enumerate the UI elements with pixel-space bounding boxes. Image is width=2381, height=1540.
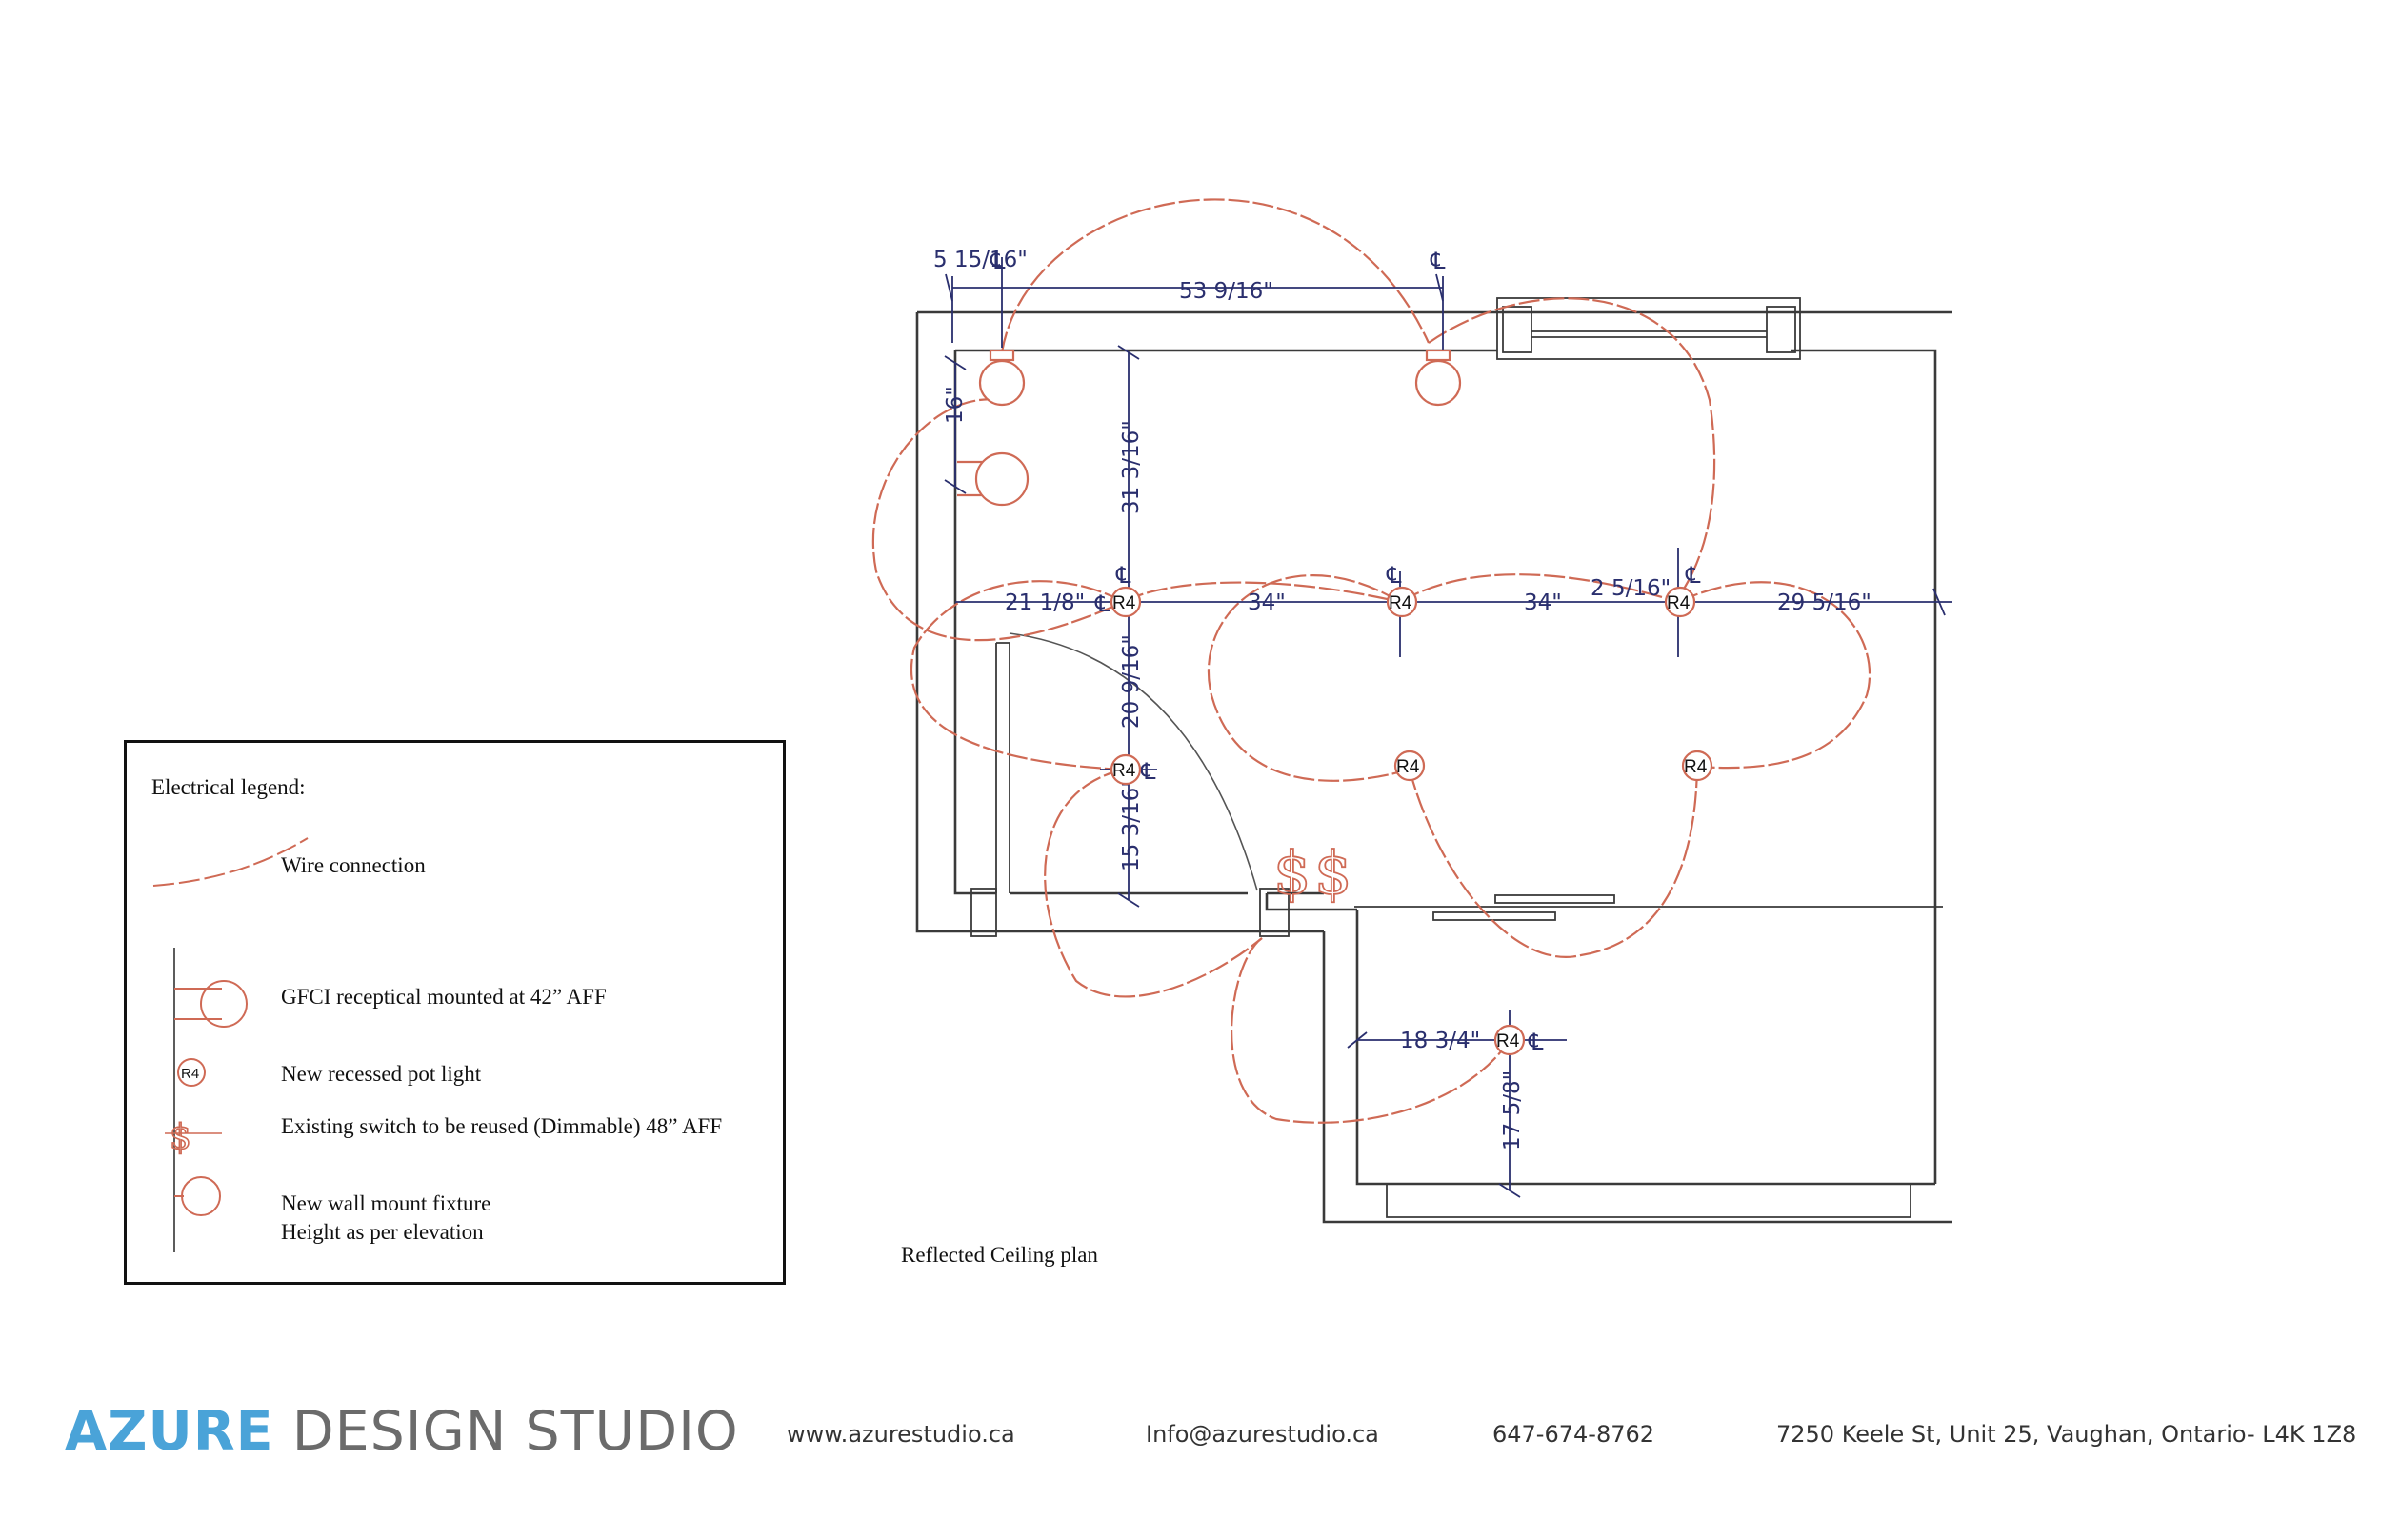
- pot-light: R4: [1386, 586, 1418, 618]
- dimension-label: 29 5/16": [1777, 590, 1871, 615]
- dimension-label: 34": [1524, 590, 1562, 615]
- centerline-icon: ℄: [1430, 248, 1446, 274]
- pot-light-label: R4: [1667, 593, 1691, 613]
- centerline-icon: ℄: [1140, 758, 1156, 785]
- pot-light-label: R4: [1112, 593, 1136, 613]
- switches: $ $: [1272, 837, 1352, 909]
- pot-light: R4: [1110, 753, 1142, 786]
- dimension-label: 15 3/16": [1119, 777, 1144, 871]
- centerline-icon: ℄: [1386, 562, 1402, 589]
- gfci-receptacle-icon: [957, 451, 1030, 507]
- switch-icon: $: [1273, 838, 1311, 908]
- dimension-label: 18 3/4": [1400, 1029, 1480, 1053]
- centerline-icon: ℄: [990, 248, 1006, 274]
- legend-wall-fixture: New wall mount fixture: [281, 1191, 491, 1215]
- pot-light: R4: [1110, 586, 1142, 618]
- dimension-label: 17 5/8": [1500, 1070, 1525, 1150]
- dimension-label: 21 1/8": [1005, 590, 1085, 615]
- pot-light: R4: [1681, 750, 1713, 782]
- legend-symbols: R4 $: [152, 837, 309, 1252]
- dimension-label: 53 9/16": [1179, 279, 1273, 304]
- dimension-label: 34": [1248, 590, 1286, 615]
- pot-light: R4: [1493, 1024, 1526, 1056]
- door-swing: [1009, 632, 1258, 891]
- legend-title: Electrical legend:: [151, 775, 306, 799]
- pot-light: R4: [1664, 586, 1696, 618]
- dimension-label: 2 5/16": [1591, 576, 1671, 601]
- centerline-icon: ℄: [1115, 562, 1131, 589]
- wall-fixture-icon: [978, 349, 1026, 407]
- wall-mount-fixtures: [978, 349, 1462, 407]
- dimension-lines: [944, 257, 1952, 1198]
- electrical-legend: R4 $ Electrical legend: Wire connection …: [124, 740, 786, 1285]
- centerline-symbols: ℄ ℄ ℄ ℄ ℄ ℄ ℄ ℄: [990, 248, 1701, 1055]
- pot-light-legend-label: R4: [181, 1066, 199, 1082]
- legend-wire: Wire connection: [281, 853, 426, 877]
- legend-switch: Existing switch to be reused (Dimmable) …: [281, 1114, 723, 1138]
- gfci-legend-icon: [174, 988, 222, 1020]
- legend-potlight: New recessed pot light: [281, 1062, 482, 1086]
- phone-number: 647-674-8762: [1492, 1421, 1655, 1448]
- pot-lights: R4 R4 R4 R4 R4 R4 R4: [1110, 586, 1713, 1056]
- centerline-icon: ℄: [1685, 562, 1701, 589]
- switch-legend-icon: $: [170, 1118, 191, 1157]
- wall-fixture-icon: [1414, 349, 1462, 407]
- website-link[interactable]: www.azurestudio.ca: [787, 1421, 1015, 1448]
- dimension-label: 31 3/16": [1119, 420, 1144, 514]
- pot-light-legend-icon: [177, 1058, 206, 1087]
- legend-gfci: GFCI receptical mounted at 42” AFF: [281, 985, 607, 1009]
- switch-icon: $: [1314, 838, 1351, 908]
- brand-primary: AZURE: [65, 1400, 274, 1463]
- pot-light: R4: [1393, 750, 1426, 782]
- dimension-labels: 5 15/16" 53 9/16" 16" 31 3/16" 21 1/8" 3…: [933, 248, 1871, 1150]
- pot-light-label: R4: [1496, 1031, 1520, 1051]
- pot-light-label: R4: [1112, 761, 1136, 781]
- wire-legend-icon: [152, 837, 309, 887]
- pot-light-label: R4: [1396, 757, 1420, 777]
- plan-title: Reflected Ceiling plan: [901, 1243, 1098, 1267]
- wall-fixture-legend-icon: [181, 1176, 221, 1216]
- brand-logo: AZURE DESIGN STUDIO: [65, 1400, 739, 1463]
- dimension-label: 5 15/16": [933, 248, 1028, 272]
- brand-secondary: DESIGN STUDIO: [291, 1400, 739, 1463]
- dimension-label: 20 9/16": [1119, 634, 1144, 729]
- centerline-icon: ℄: [1528, 1029, 1544, 1055]
- address: 7250 Keele St, Unit 25, Vaughan, Ontario…: [1776, 1421, 2357, 1448]
- dimension-label: 16": [943, 386, 968, 424]
- footer: AZURE DESIGN STUDIO www.azurestudio.ca I…: [0, 1400, 2381, 1467]
- pot-light-label: R4: [1684, 757, 1708, 777]
- walls: [915, 297, 1952, 1224]
- centerline-icon: ℄: [1094, 590, 1110, 617]
- email-link[interactable]: Info@azurestudio.ca: [1146, 1421, 1379, 1448]
- wire-connections: [871, 198, 1871, 1124]
- legend-wall-fixture-height: Height as per elevation: [281, 1220, 484, 1244]
- pot-light-label: R4: [1389, 593, 1412, 613]
